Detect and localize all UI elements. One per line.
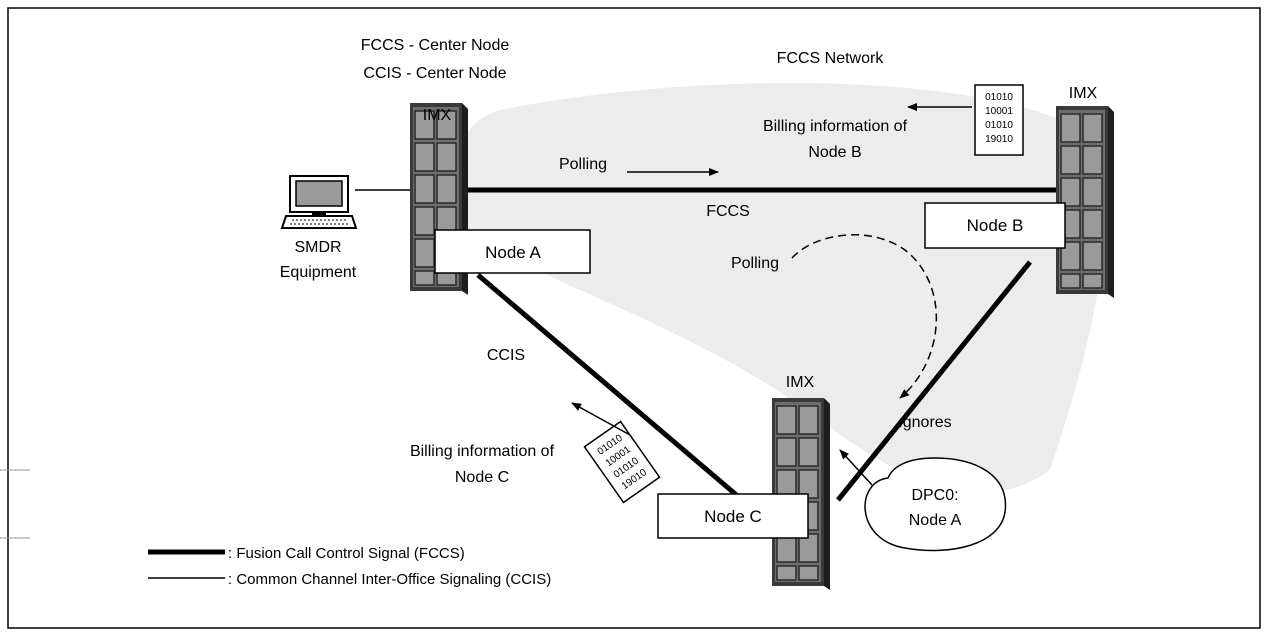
node-c-label: Node C: [704, 507, 762, 526]
billing-b-data-row: 10001: [985, 106, 1013, 117]
billing-document-c-icon: 01010 10001 01010 19010: [583, 420, 661, 504]
billing-b-data-row: 01010: [985, 92, 1013, 103]
billing-b-label: Billing information of: [763, 118, 908, 135]
billing-c-node-label: Node C: [455, 469, 509, 486]
polling-dashed-arrow: [791, 234, 937, 399]
billing-c-arrow: [571, 402, 631, 436]
imx-a-label: IMX: [423, 107, 452, 124]
ignores-label: ıgnores: [898, 414, 951, 431]
billing-c-label: Billing information of: [410, 443, 555, 460]
dpc-label: DPC0:: [911, 487, 958, 504]
ccis-link-label: CCIS: [487, 347, 525, 364]
legend: : Fusion Call Control Signal (FCCS) : Co…: [148, 545, 551, 588]
fccs-network-region: [452, 82, 1106, 493]
billing-b-node-label: Node B: [808, 144, 861, 161]
imx-b-label: IMX: [1069, 85, 1098, 102]
smdr-terminal-icon: [280, 175, 358, 229]
billing-document-b-icon: 01010 10001 01010 19010: [974, 84, 1024, 156]
fccs-link-label: FCCS: [706, 203, 750, 220]
node-b-label: Node B: [967, 216, 1024, 235]
center-node-fccs-label: FCCS - Center Node: [361, 37, 510, 54]
dpc-bubble: [839, 449, 1007, 552]
smdr-label: SMDR: [294, 239, 341, 256]
polling-dashed-label: Polling: [731, 255, 779, 272]
network-title: FCCS Network: [777, 50, 885, 67]
billing-b-data-row: 01010: [985, 120, 1013, 131]
node-c-box: [657, 493, 809, 539]
node-a-box: [434, 229, 591, 274]
fccs-link-b-c: [836, 260, 1032, 502]
ccis-link-a-c: [476, 273, 742, 500]
legend-fccs-label: : Fusion Call Control Signal (FCCS): [228, 545, 465, 562]
center-node-ccis-label: CCIS - Center Node: [363, 65, 506, 82]
imx-rack-b-icon: [1055, 105, 1115, 299]
node-a-label: Node A: [485, 243, 541, 262]
imx-c-label: IMX: [786, 374, 815, 391]
polling-top-label: Polling: [559, 156, 607, 173]
billing-b-data-row: 19010: [985, 134, 1013, 145]
legend-ccis-label: : Common Channel Inter-Office Signaling …: [228, 571, 551, 588]
dpc-node-label: Node A: [909, 512, 962, 529]
node-b-box: [924, 202, 1066, 249]
smdr-equipment-label: Equipment: [280, 264, 357, 281]
outer-border: [7, 7, 1261, 629]
